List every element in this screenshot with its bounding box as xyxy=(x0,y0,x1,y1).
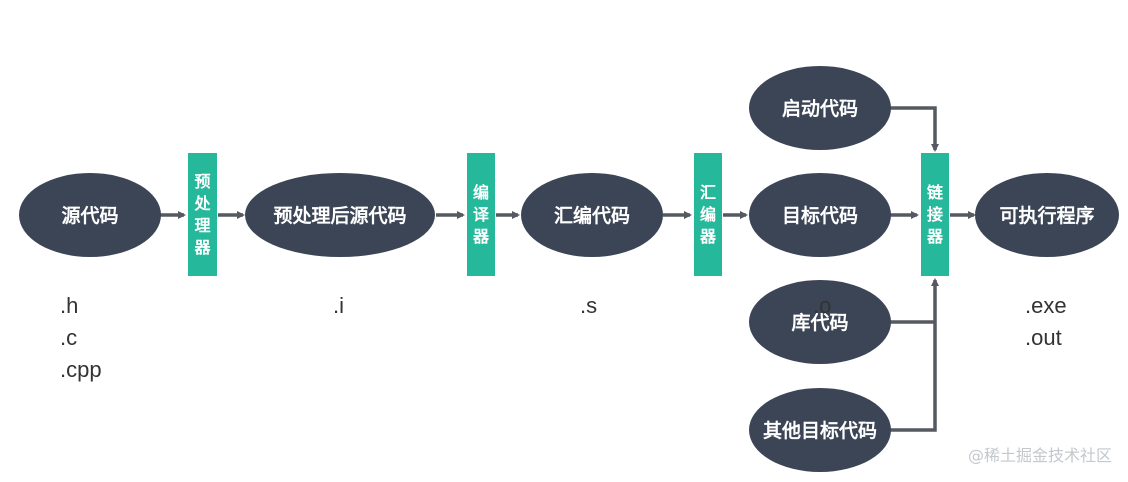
tool-preprocessor-char: 器 xyxy=(193,238,211,257)
node-source: 源代码 xyxy=(19,173,161,257)
node-executable: 可执行程序 xyxy=(975,173,1119,257)
tool-preprocessor: 预 处 理 器 xyxy=(188,153,217,276)
tool-assembler: 汇 编 器 xyxy=(694,153,722,276)
tool-compiler-char: 编 xyxy=(473,183,489,202)
node-executable-label: 可执行程序 xyxy=(999,204,1094,227)
node-library-label: 库代码 xyxy=(791,311,848,334)
ext-executable-exe: .exe xyxy=(1025,293,1067,318)
ext-source-cpp: .cpp xyxy=(60,357,102,382)
node-other-objects: 其他目标代码 xyxy=(749,388,891,472)
node-object: 目标代码 xyxy=(749,173,891,257)
edge-startup-to-linker xyxy=(890,106,939,152)
watermark: @稀土掘金技术社区 xyxy=(967,446,1112,465)
tool-assembler-char: 编 xyxy=(700,205,716,224)
node-other-objects-label: 其他目标代码 xyxy=(763,419,877,442)
tool-compiler: 编 译 器 xyxy=(467,153,495,276)
tool-linker-char: 接 xyxy=(927,205,943,224)
ext-source-c: .c xyxy=(60,325,77,350)
node-preprocessed-label: 预处理后源代码 xyxy=(273,204,406,227)
node-preprocessed: 预处理后源代码 xyxy=(245,173,435,257)
ext-preprocessed-i: .i xyxy=(333,293,344,318)
tool-assembler-char: 汇 xyxy=(700,183,716,202)
ext-executable-out: .out xyxy=(1025,325,1062,350)
ext-object-o: .o xyxy=(813,293,831,318)
ext-source-h: .h xyxy=(60,293,78,318)
node-assembly: 汇编代码 xyxy=(521,173,663,257)
node-startup: 启动代码 xyxy=(749,66,891,150)
tool-compiler-char: 器 xyxy=(472,227,490,246)
tool-compiler-char: 译 xyxy=(473,205,490,224)
node-source-label: 源代码 xyxy=(61,204,118,227)
node-object-label: 目标代码 xyxy=(782,205,858,227)
tool-linker-char: 器 xyxy=(926,227,944,246)
node-startup-label: 启动代码 xyxy=(782,97,858,120)
tool-assembler-char: 器 xyxy=(699,227,717,246)
tool-preprocessor-char: 理 xyxy=(194,216,210,235)
tool-preprocessor-char: 处 xyxy=(193,194,211,213)
ext-assembly-s: .s xyxy=(580,293,597,318)
node-assembly-label: 汇编代码 xyxy=(554,204,630,227)
tool-preprocessor-char: 预 xyxy=(194,172,210,191)
node-library: 库代码 xyxy=(749,280,891,364)
tool-linker: 链 接 器 xyxy=(921,153,949,276)
edge-other-objects-to-linker xyxy=(890,278,939,432)
tool-linker-char: 链 xyxy=(927,183,944,202)
